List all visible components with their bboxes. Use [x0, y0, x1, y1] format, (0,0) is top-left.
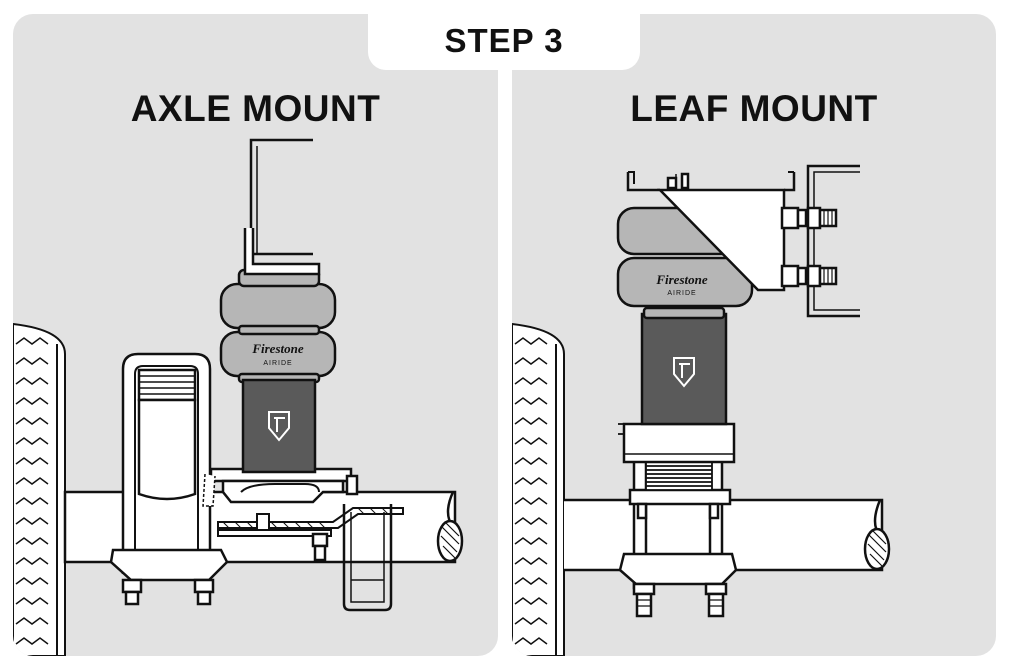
axle-mount-illustration: Firestone AIRIDE [13, 138, 464, 656]
step-title: STEP 3 [444, 22, 564, 59]
air-spring-bellows [219, 268, 337, 384]
upper-frame-bracket [243, 138, 321, 276]
axle-bag-sub-label: AIRIDE [263, 360, 292, 367]
u-bolt-right [342, 504, 393, 612]
axle-mount-panel: Firestone AIRIDE AXLE MOUNT [13, 14, 498, 656]
air-spring-piston [241, 378, 317, 474]
leaf-mount-panel: Firestone AIRIDE LEAF MOUNT [512, 14, 996, 656]
leaf-upper-bracket [626, 171, 808, 292]
axle-bag-brand-label: Firestone [251, 341, 304, 356]
tire-left [13, 322, 66, 656]
tire-right [512, 322, 565, 656]
leaf-air-spring-piston [640, 306, 728, 426]
leaf-bag-brand-label: Firestone [655, 272, 708, 287]
step-tab: STEP 3 [368, 10, 640, 70]
leaf-spring-left [217, 507, 404, 537]
leaf-mount-illustration: Firestone AIRIDE [512, 164, 891, 656]
leaf-bag-sub-label: AIRIDE [667, 290, 696, 297]
leaf-spring-stack [618, 422, 736, 491]
frame-rail [806, 164, 860, 318]
axle-mount-title: AXLE MOUNT [130, 88, 381, 129]
leaf-mount-title: LEAF MOUNT [630, 88, 878, 129]
u-bolt-assembly [109, 352, 229, 606]
